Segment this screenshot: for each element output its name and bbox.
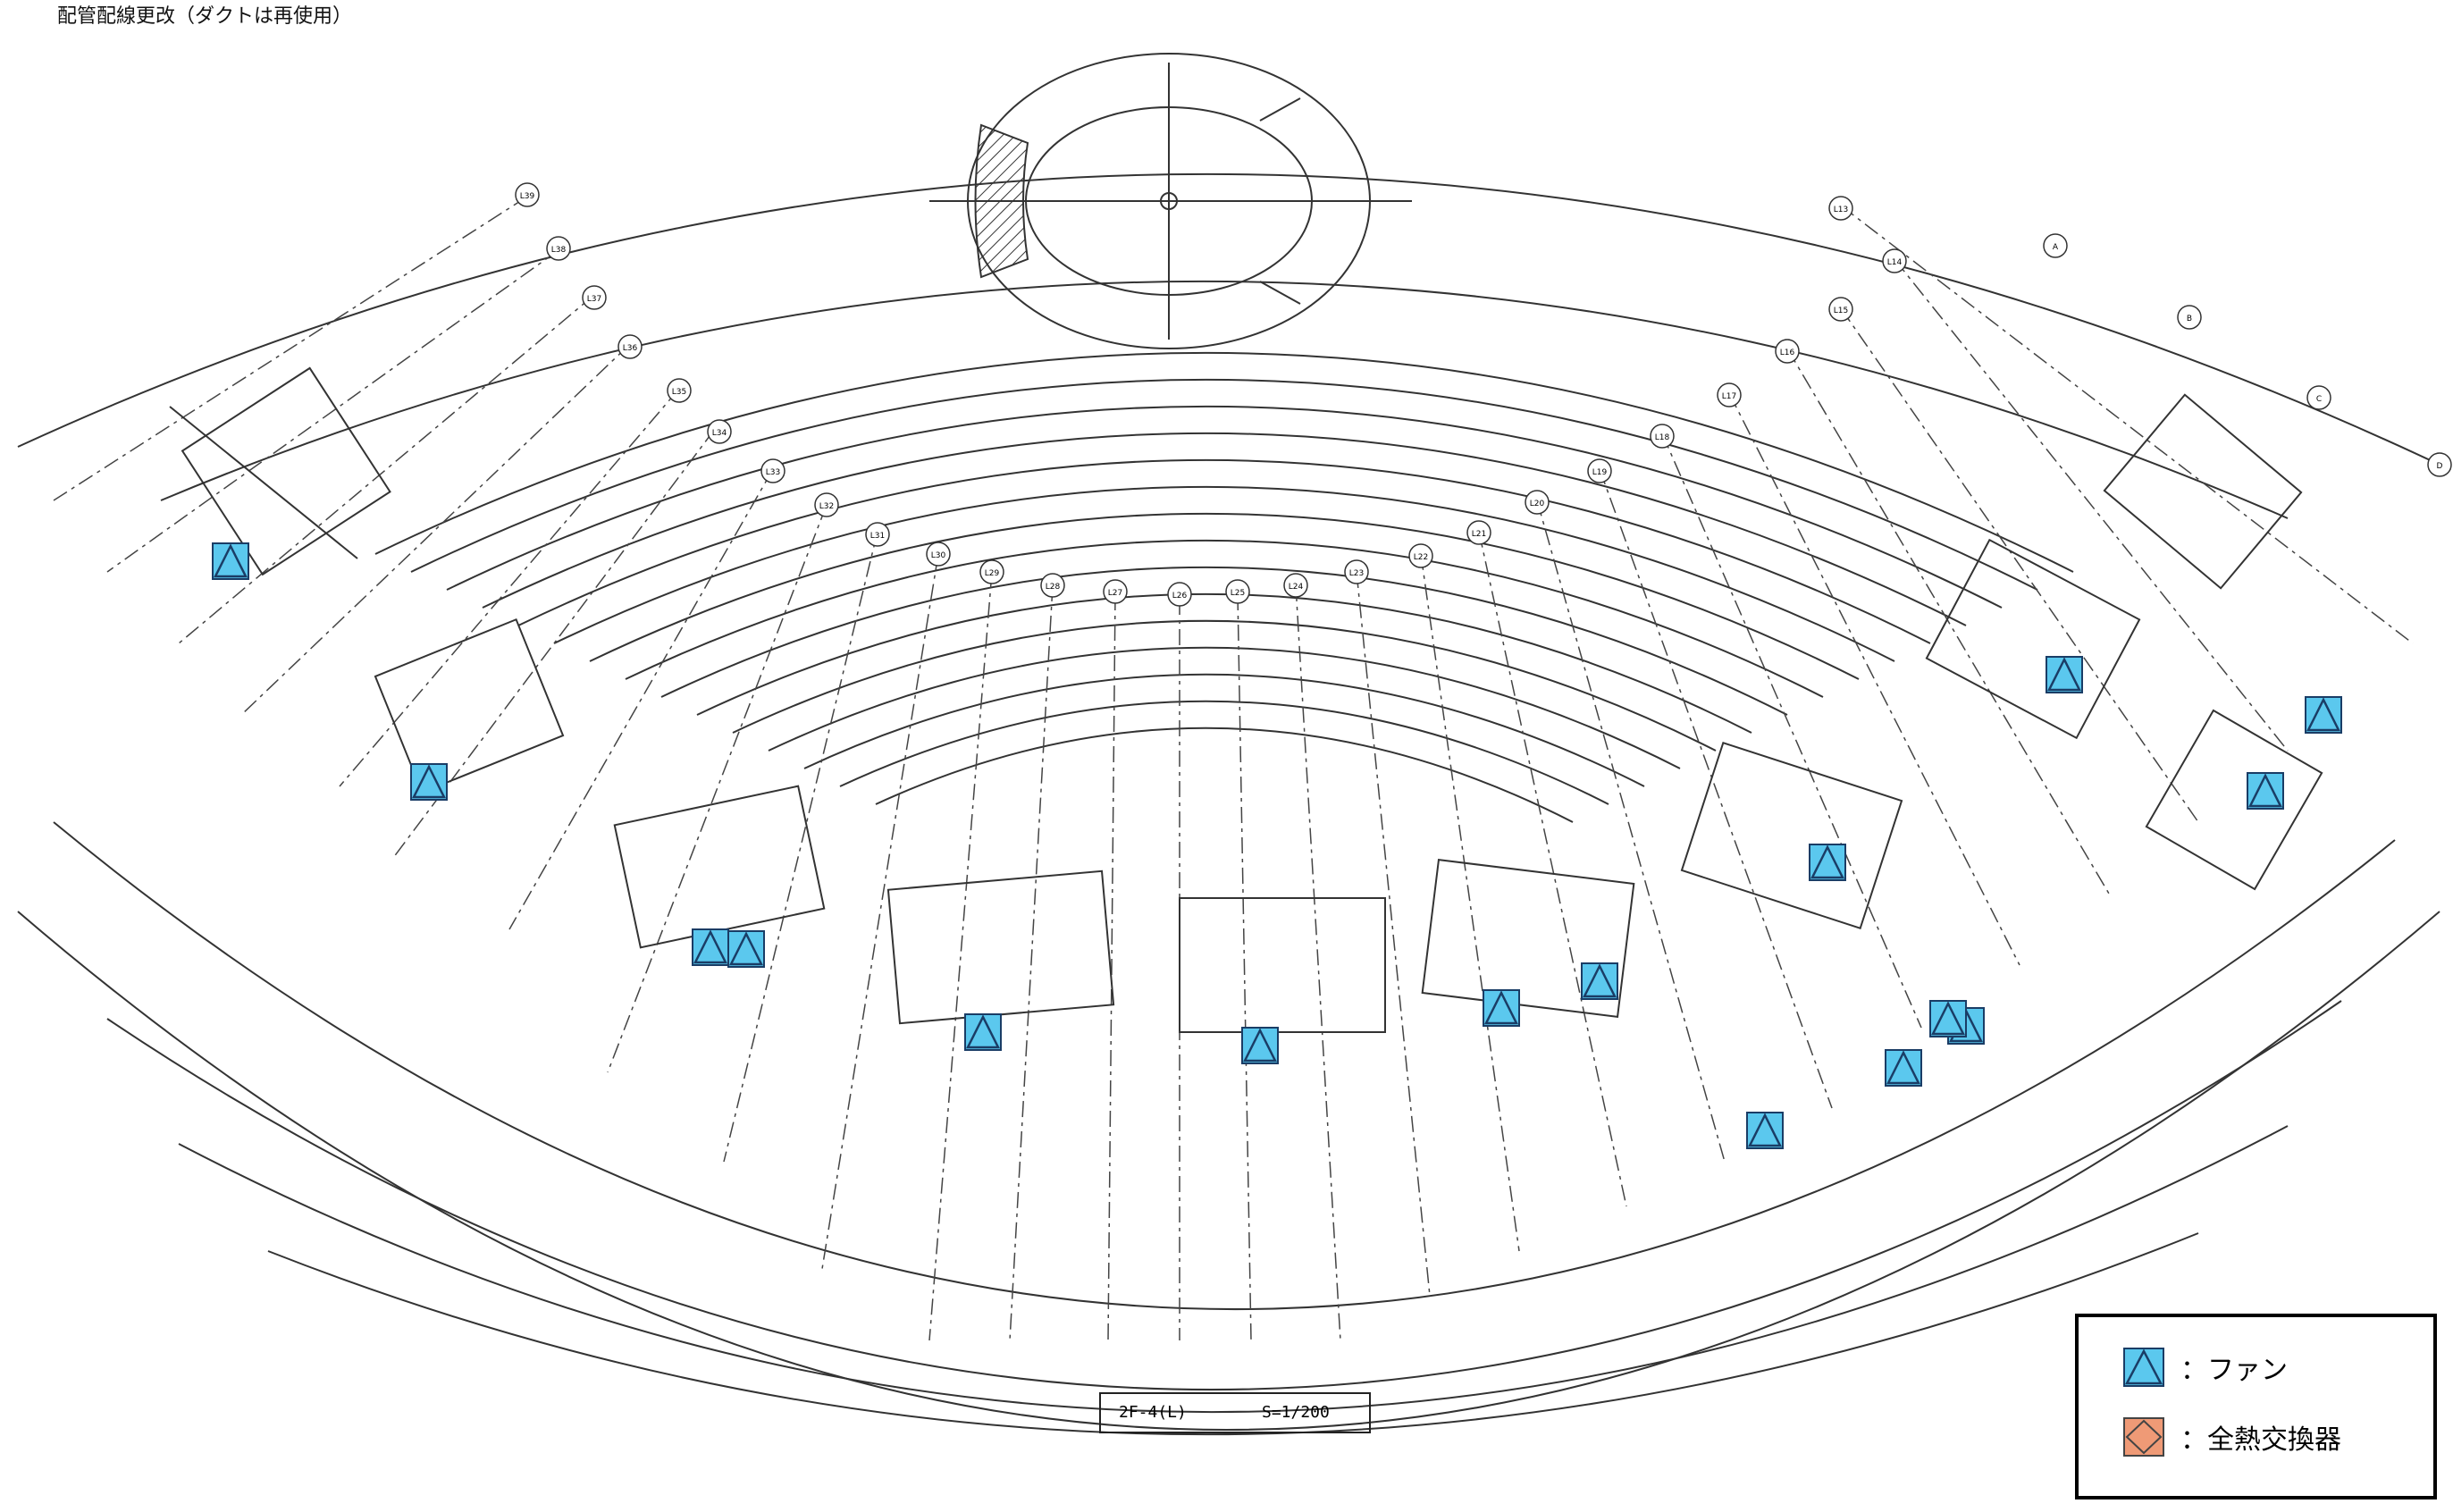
grid-bubble-label: L18: [1655, 433, 1670, 442]
grid-bubble: [1103, 579, 1128, 604]
grid-bubble-label: L27: [1108, 589, 1122, 598]
grid-bubble-label: L33: [766, 468, 780, 477]
grid-bubble-label: L23: [1349, 569, 1364, 578]
fan-icon: [2123, 1348, 2164, 1387]
grid-bubble: [1828, 297, 1853, 322]
grid-bubble: [1717, 382, 1742, 407]
grid-bubble-label: L32: [819, 502, 834, 511]
grid-bubble-label: L19: [1592, 468, 1608, 477]
fan-icon: [410, 763, 448, 801]
fan-icon: [1241, 1027, 1279, 1064]
grid-bubble: [1882, 248, 1907, 273]
grid-bubble-label: L14: [1887, 258, 1903, 267]
grid-bubble-label: C: [2316, 395, 2322, 404]
grid-bubble: [1828, 196, 1853, 221]
grid-bubble-label: L39: [520, 192, 535, 201]
core-blocks: [169, 366, 2323, 1033]
legend-item-heat-exchanger: ：全熱交換器: [2123, 1417, 2341, 1457]
grid-bubble-label: L17: [1722, 392, 1736, 401]
fan-icon: [2046, 656, 2083, 693]
grid-bubble: [2043, 233, 2068, 258]
grid-bubble: [1650, 424, 1675, 449]
fan-icon: [1746, 1112, 1784, 1149]
grid-bubble: [1344, 559, 1369, 584]
grid-bubble: [667, 378, 692, 403]
grid-bubble-label: L22: [1414, 553, 1428, 562]
grid-bubble: [865, 522, 890, 547]
legend: ：ファン ：全熱交換器: [2075, 1314, 2437, 1499]
grid-bubble: [760, 458, 785, 483]
grid-bubble: [2427, 452, 2452, 477]
title-block: 2F-4(L) S=1/200: [1099, 1392, 1371, 1433]
grid-bubble: [1167, 582, 1192, 607]
legend-label-heat-exchanger: ：全熱交換器: [2180, 1424, 2341, 1456]
grid-bubble: [1040, 573, 1065, 598]
grid-bubble: [546, 236, 571, 261]
grid-bubble: [617, 334, 643, 359]
grid-bubble: [707, 419, 732, 444]
stadium-arcs: [17, 173, 2440, 1436]
grid-bubble-label: L13: [1834, 206, 1848, 214]
grid-bubble: [1408, 543, 1433, 568]
grid-bubble-label: L20: [1530, 500, 1545, 508]
legend-label-fan: ：ファン: [2180, 1355, 2288, 1386]
grid-bubble: [515, 182, 540, 207]
grid-bubble-label: A: [2053, 243, 2059, 252]
fan-icon: [964, 1013, 1002, 1051]
grid-bubble-label: L25: [1231, 589, 1245, 598]
grid-bubble-label: L26: [1172, 592, 1188, 601]
grid-bubble-label: L36: [623, 344, 638, 353]
plan-code: 2F-4(L): [1119, 1403, 1187, 1422]
fan-icon: [2305, 696, 2342, 734]
grid-bubble: [1225, 579, 1250, 604]
grid-bubble: [926, 542, 951, 567]
grid-bubble-label: L30: [931, 551, 946, 560]
fan-icon: [1809, 844, 1846, 881]
grid-bubble: [1775, 339, 1800, 364]
grid-bubble: [979, 559, 1004, 584]
grid-bubble-label: L28: [1046, 583, 1061, 592]
fan-icon: [212, 542, 249, 580]
grid-bubble-label: L24: [1289, 583, 1304, 592]
legend-item-fan: ：ファン: [2123, 1348, 2288, 1387]
grid-bubble: [814, 492, 839, 517]
radial-grid-lines: [53, 196, 2414, 1341]
drawing-caption: 配管配線更改（ダクトは再使用）: [57, 5, 353, 28]
grid-bubble: [582, 285, 607, 310]
grid-bubble-label: L34: [712, 429, 727, 438]
grid-bubble: [2177, 305, 2202, 330]
grid-bubble: [1525, 490, 1550, 515]
grid-bubble: [1466, 520, 1491, 545]
grid-bubble-label: L29: [985, 569, 1000, 578]
fan-icon: [692, 928, 729, 966]
grid-bubble: [2306, 385, 2331, 410]
heat-exchanger-icon: [2123, 1417, 2164, 1457]
grid-bubble-label: L16: [1780, 349, 1795, 357]
fan-icon: [1885, 1049, 1922, 1087]
fan-icon: [727, 930, 765, 968]
fan-icon: [1483, 989, 1520, 1027]
grid-bubble-label: L38: [551, 246, 567, 255]
grid-bubble-label: L21: [1472, 530, 1486, 539]
grid-bubble-label: D: [2437, 462, 2443, 471]
grid-bubble: [1587, 458, 1612, 483]
fan-symbols: [212, 542, 2342, 1149]
grid-bubble: [1283, 573, 1308, 598]
grid-bubble-label: L31: [870, 532, 885, 541]
fan-icon: [1929, 1000, 1967, 1037]
fan-icon: [2247, 772, 2284, 810]
grid-bubble-label: B: [2187, 315, 2192, 323]
grid-bubble-label: L15: [1834, 307, 1848, 315]
grid-bubble-label: L35: [672, 388, 686, 397]
plan-scale: S=1/200: [1262, 1403, 1330, 1422]
grid-bubble-label: L37: [587, 295, 601, 304]
key-plan: [929, 53, 1412, 349]
fan-icon: [1581, 962, 1618, 1000]
